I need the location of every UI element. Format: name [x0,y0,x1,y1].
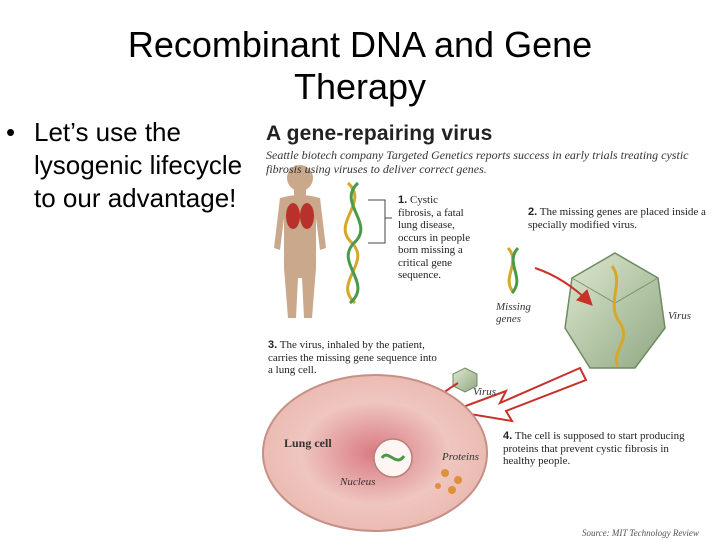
nucleus-label: Nucleus [340,476,376,488]
step-2-text: The missing genes are placed inside a sp… [528,206,706,231]
missing-genes-label: Missing genes [496,301,531,325]
lung-cell-label: Lung cell [284,436,332,450]
figure-illustration [262,165,666,532]
step-3-number: 3. [268,339,278,351]
bullet-text: Let’s use the lysogenic lifecycle to our… [34,117,243,213]
slide-title: Recombinant DNA and Gene Therapy [127,24,593,107]
protein-icon [435,469,462,494]
bullet-item: • Let’s use the lysogenic lifecycle to o… [6,116,256,215]
bracket-connector [368,199,392,244]
lung-cell-icon [262,374,488,532]
flow-arrow [448,366,588,423]
dna-strand-icon [343,181,363,305]
step-4-annotation: 4. The cell is supposed to start produci… [503,430,703,468]
figure-source: Source: MIT Technology Review [582,528,699,538]
figure-title: A gene-repairing virus [266,122,493,145]
bullet-marker: • [6,117,16,147]
arrow-genes-to-virus [534,267,593,306]
step-3-text: The virus, inhaled by the patient, carri… [268,339,437,376]
virus-small-icon [452,367,478,393]
step-4-number: 4. [503,430,513,442]
virus-large-icon [564,252,666,369]
step-1-text: Cystic fibrosis, a fatal lung disease, o… [398,194,471,281]
missing-genes-dna-icon [506,246,520,295]
lungs-icon [286,203,314,229]
virus-small-label: Virus [473,386,497,398]
step-1-annotation: 1. Cystic fibrosis, a fatal lung disease… [398,194,476,282]
figure-subtitle: Seattle biotech company Targeted Genetic… [266,148,689,176]
step-4-text: The cell is supposed to start producing … [503,430,685,467]
step-1-number: 1. [398,194,408,206]
virus-large-label: Virus [668,310,692,322]
proteins-label: Proteins [442,451,479,463]
step-2-number: 2. [528,206,538,218]
step-2-annotation: 2. The missing genes are placed inside a… [528,206,708,231]
step-3-annotation: 3. The virus, inhaled by the patient, ca… [268,339,438,377]
human-silhouette [274,165,326,318]
gene-therapy-figure: A gene-repairing virus Seattle biotech c… [260,118,720,540]
